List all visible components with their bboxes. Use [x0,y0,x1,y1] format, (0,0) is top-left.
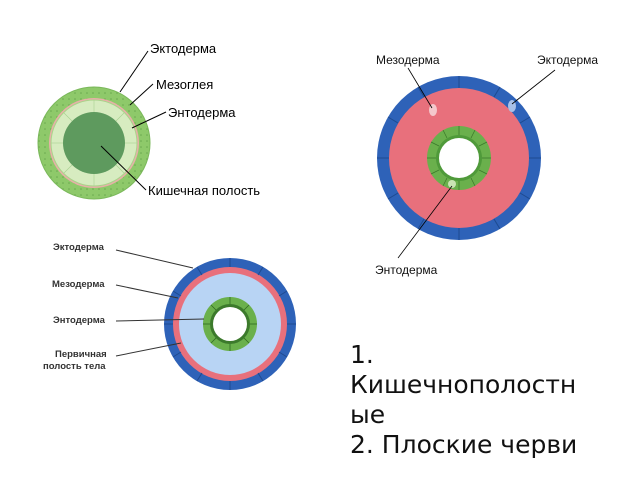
roundworm-gut-cavity [213,307,247,341]
cnidarian-gut-cavity [63,112,125,174]
flatworm-cross-section: Мезодерма Эктодерма Энтодерма [375,53,598,277]
roundworm-cross-section: Эктодерма Мезодерма Энтодерма Первичная … [43,242,296,390]
cnidarian-label-gut-cavity: Кишечная полость [148,183,260,198]
cnidarian-label-endoderm: Энтодерма [168,105,236,120]
caption-line1-tail: ые [350,400,386,429]
caption-line1-text: Кишечнополостн [350,370,577,399]
roundworm-label-cavity-line2: полость тела [43,361,106,372]
cnidarian-cross-section: Эктодерма Мезоглея Энтодерма Кишечная по… [37,41,260,200]
flatworm-label-endoderm: Энтодерма [375,263,438,277]
flatworm-label-mesoderm: Мезодерма [376,53,440,67]
flatworm-gut-cavity [439,138,479,178]
cnidarian-label-mesoglea: Мезоглея [156,77,213,92]
roundworm-label-ectoderm: Эктодерма [53,242,105,253]
roundworm-label-cavity-line1: Первичная [55,349,107,360]
caption-line1-number: 1. [350,340,374,369]
flatworm-label-ectoderm: Эктодерма [537,53,598,67]
caption-block: 1. Кишечнополостн ые 2. Плоские черви [350,340,640,460]
cnidarian-label-ectoderm: Эктодерма [150,41,217,56]
caption-line2-text: 2. Плоские черви [350,430,578,459]
roundworm-label-mesoderm: Мезодерма [52,279,105,290]
roundworm-label-endoderm: Энтодерма [53,315,106,326]
